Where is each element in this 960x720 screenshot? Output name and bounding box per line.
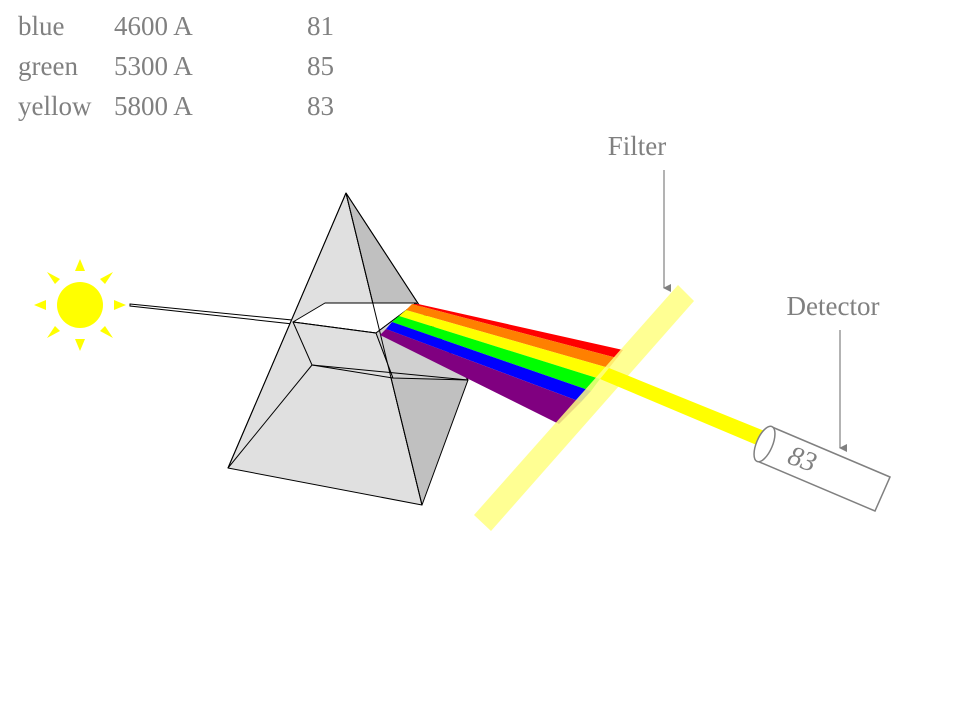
color-name: blue: [18, 11, 65, 41]
table-row: green 5300 A 85: [0, 46, 360, 86]
wavelength-value: 5300 A: [114, 51, 193, 81]
detector-label: Detector: [787, 291, 880, 321]
color-name: green: [18, 51, 78, 81]
wavelength-value: 4600 A: [114, 11, 193, 41]
spectrum-band-green: [392, 316, 600, 391]
detector: 83: [753, 425, 891, 512]
color-name: yellow: [18, 91, 92, 121]
spectrum-band-violet: [380, 329, 581, 424]
spectrum: [380, 304, 623, 424]
sun-icon: [34, 259, 126, 351]
filter-label: Filter: [608, 131, 667, 161]
spectrum-band-red: [412, 304, 623, 358]
white-light-ray: [129, 303, 294, 325]
spectrum-band-yellow: [399, 310, 609, 379]
transmitted-beam: [600, 368, 767, 446]
reading-value: 83: [307, 91, 334, 121]
table-row: blue 4600 A 81: [0, 6, 360, 46]
wavelength-value: 5800 A: [114, 91, 193, 121]
reading-value: 85: [307, 51, 334, 81]
reading-value: 81: [307, 11, 334, 41]
spectrum-band-blue: [386, 322, 591, 402]
table-row: yellow 5800 A 83: [0, 86, 360, 126]
filter-plate: [474, 285, 694, 531]
spectrum-band-orange: [406, 304, 617, 368]
